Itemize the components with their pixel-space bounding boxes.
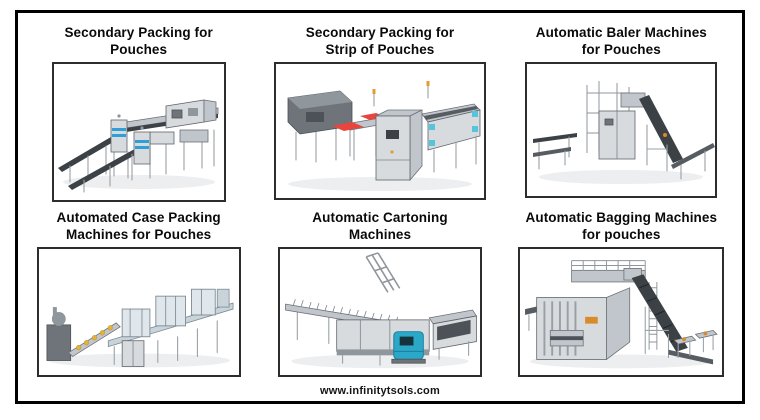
- product-title-line: Automated Case Packing: [56, 210, 221, 225]
- product-title: Automatic Baler Machines for Pouches: [536, 25, 707, 58]
- product-title-line: Pouches: [110, 41, 168, 57]
- page-border-frame: Secondary Packing for Pouches: [15, 10, 745, 404]
- bagging-machine-illustration: [525, 260, 719, 369]
- product-title-line: Secondary Packing for: [305, 25, 455, 40]
- product-title: Automated Case Packing Machines for Pouc…: [57, 210, 221, 243]
- product-title-line: Automatic Baler Machines: [535, 25, 707, 40]
- baler-machine-illustration: [533, 81, 716, 184]
- product-title: Secondary Packing for Strip of Pouches: [306, 25, 454, 58]
- product-card-secondary-packing-strip-pouches: Secondary Packing for Strip of Pouches: [259, 13, 500, 203]
- product-image-frame: [36, 247, 241, 377]
- product-image-frame: [51, 62, 226, 202]
- product-grid: Secondary Packing for Pouches: [18, 13, 742, 380]
- product-card-automated-case-packing-pouches: Automated Case Packing Machines for Pouc…: [18, 203, 259, 380]
- product-card-automatic-bagging-pouches: Automatic Bagging Machines for pouches: [501, 203, 742, 380]
- pouch-secondary-packing-line-illustration: [57, 99, 219, 193]
- product-title-line: for Pouches: [581, 41, 661, 57]
- case-packing-line-illustration: [46, 288, 234, 368]
- footer: www.infinitytsols.com: [18, 380, 742, 401]
- product-image-frame: [518, 247, 725, 377]
- product-card-secondary-packing-pouches: Secondary Packing for Pouches: [18, 13, 259, 203]
- website-url: www.infinitytsols.com: [320, 384, 440, 397]
- product-title-line: Secondary Packing for: [64, 25, 213, 40]
- product-title: Secondary Packing for Pouches: [64, 25, 212, 58]
- product-title-line: Automatic Cartoning: [312, 210, 448, 225]
- product-image-frame: [273, 62, 486, 200]
- product-title: Automatic Cartoning Machines: [312, 210, 447, 243]
- strip-pouch-packing-machine-illustration: [287, 81, 481, 191]
- product-title-line: Machines: [348, 226, 412, 242]
- product-card-automatic-baler-pouches: Automatic Baler Machines for Pouches: [501, 13, 742, 203]
- product-image-frame: [277, 247, 482, 377]
- product-title: Automatic Bagging Machines for pouches: [526, 210, 718, 243]
- product-title-line: for pouches: [582, 226, 661, 242]
- product-title-line: Automatic Bagging Machines: [525, 210, 718, 225]
- cartoning-machine-illustration: [285, 252, 478, 369]
- product-title-line: Strip of Pouches: [325, 41, 435, 57]
- product-image-frame: [525, 62, 718, 198]
- product-title-line: Machines for Pouches: [66, 226, 212, 242]
- product-card-automatic-cartoning: Automatic Cartoning Machines: [259, 203, 500, 380]
